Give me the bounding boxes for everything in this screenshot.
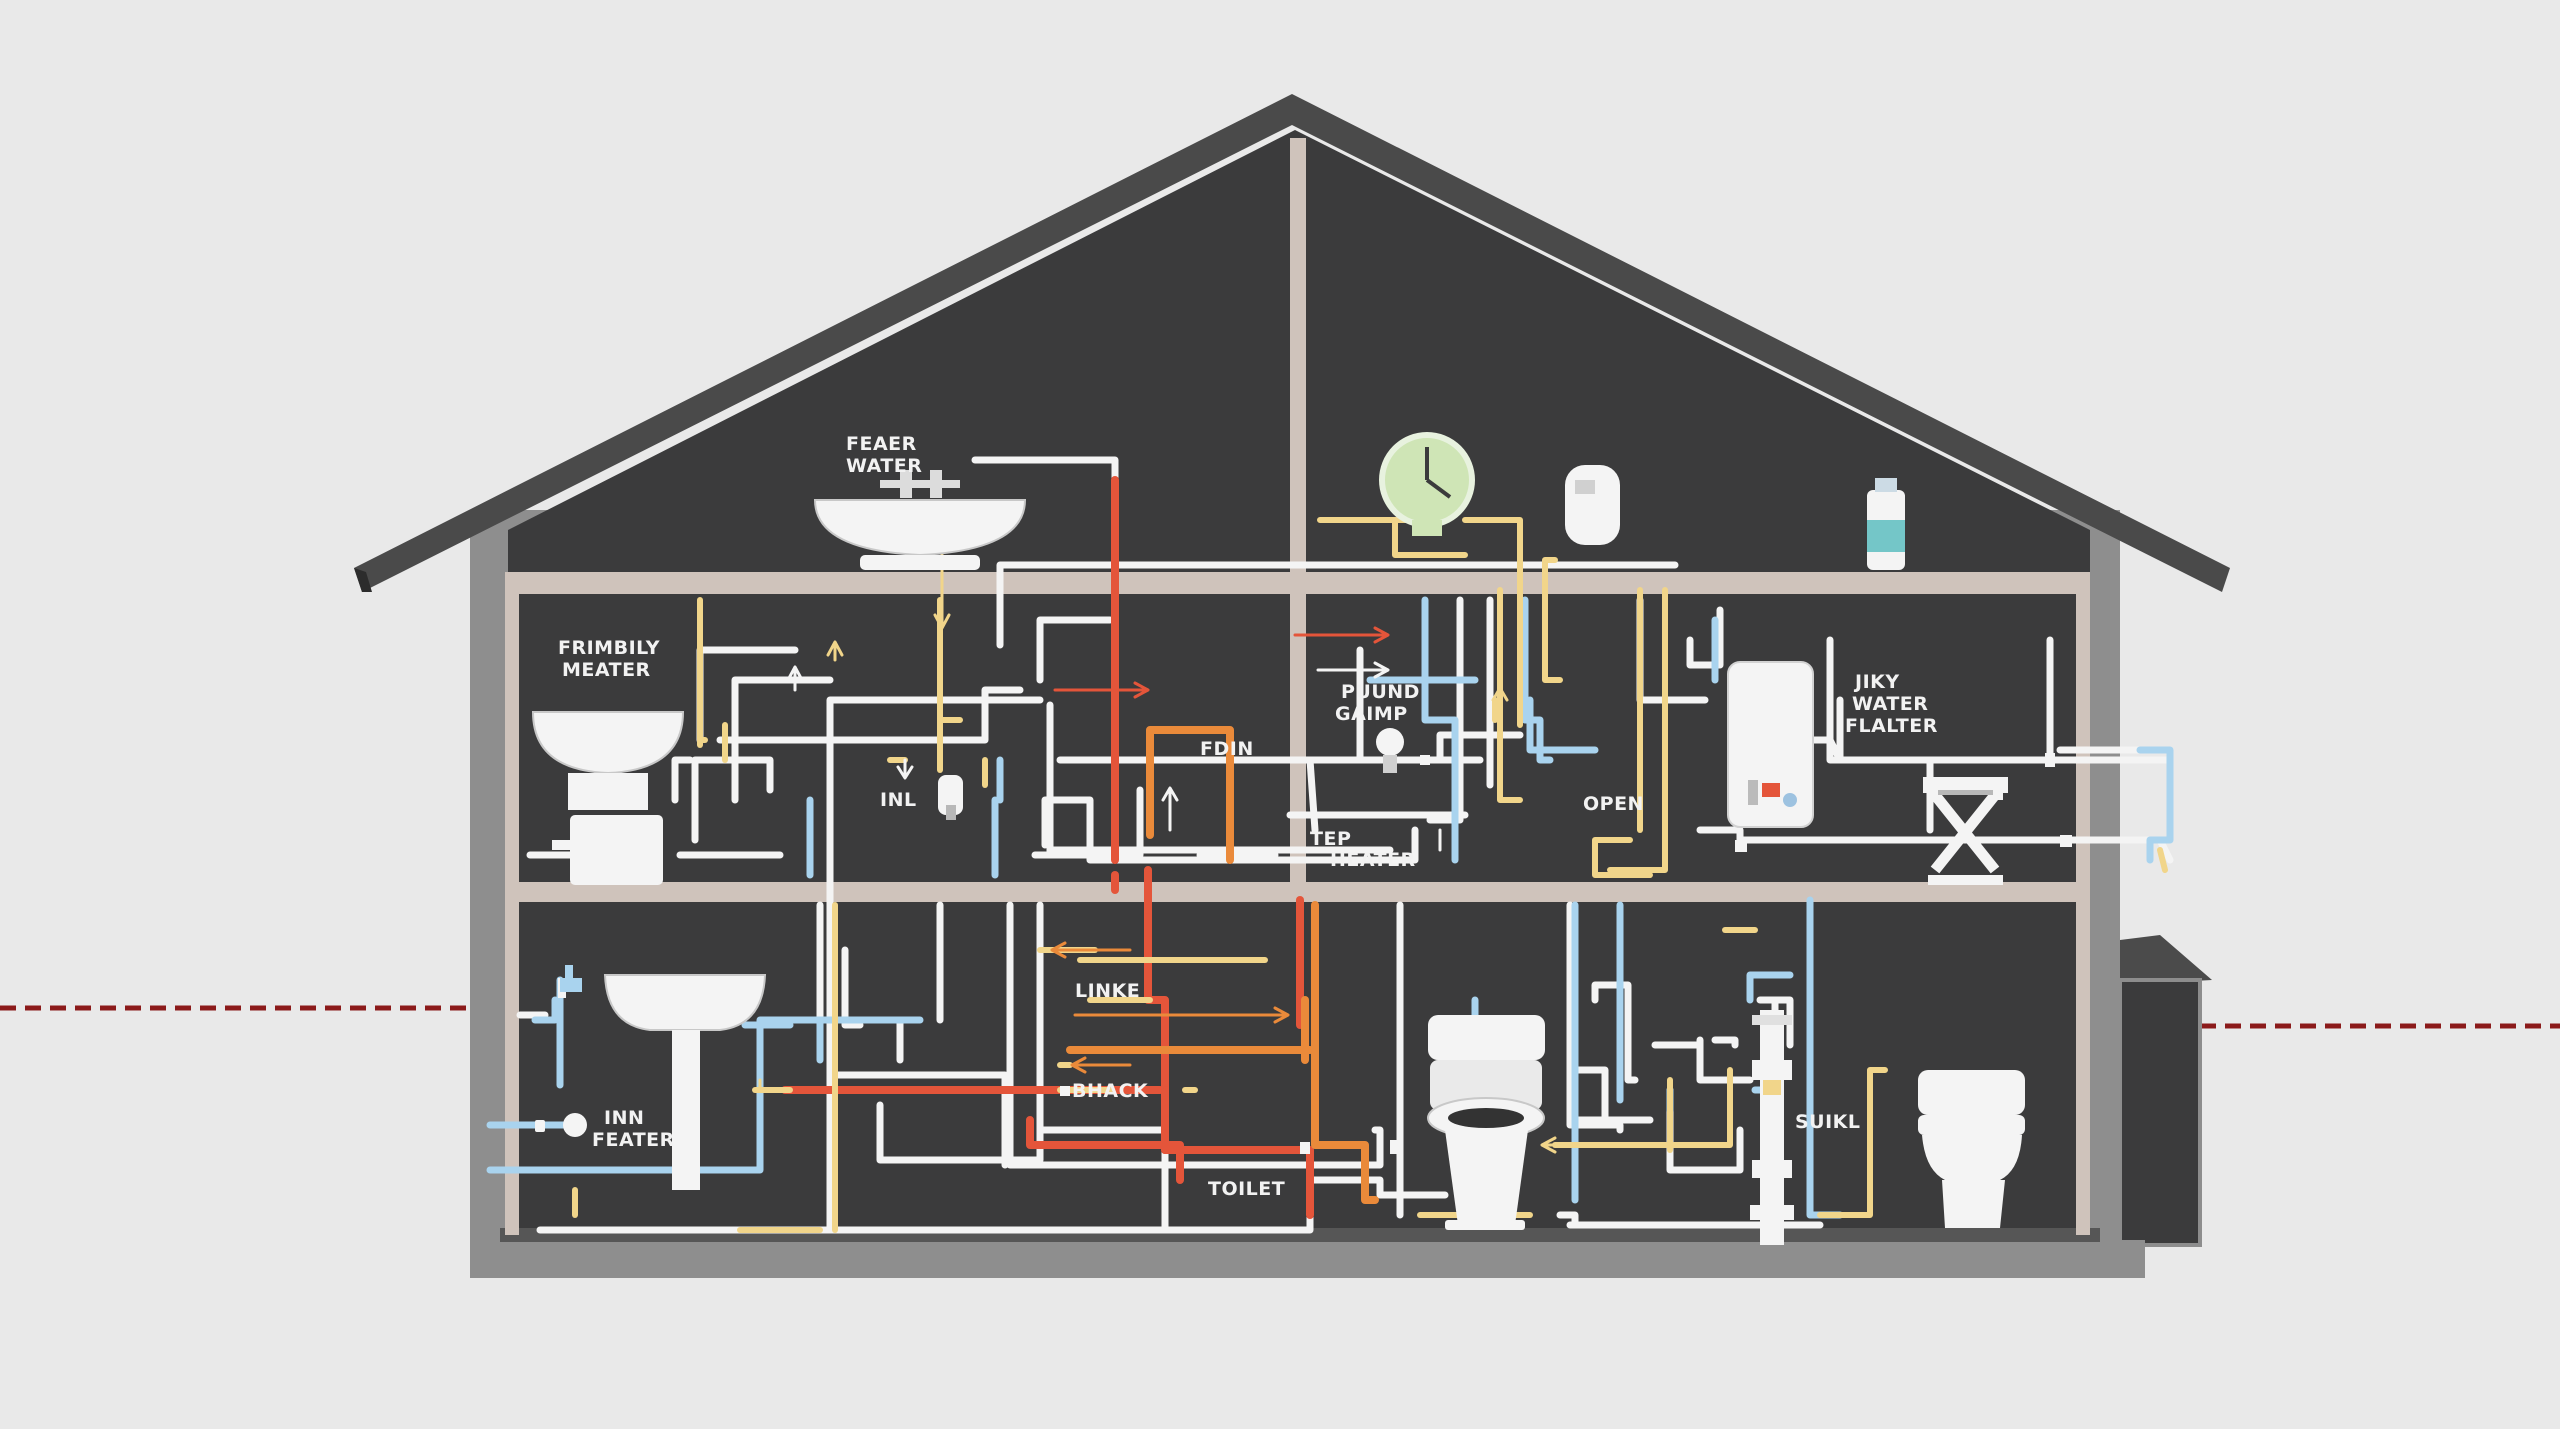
label-jiky-1: JIKY <box>1853 671 1900 693</box>
water-heater-icon <box>1565 465 1620 545</box>
pump-icon <box>1376 728 1404 773</box>
sink-icon <box>531 711 685 885</box>
label-feaer-2: WATER <box>846 455 922 477</box>
toilet-icon <box>1918 1070 2025 1228</box>
label-inn-2: FEATER <box>592 1129 675 1151</box>
label-frimbily-1: FRIMBILY <box>558 637 660 659</box>
toilet-icon <box>1427 1015 1545 1230</box>
roof <box>354 94 2230 592</box>
label-puund-2: GAIMP <box>1335 703 1408 725</box>
bottle-icon <box>1867 478 1905 570</box>
label-bhack: BHACK <box>1072 1080 1149 1102</box>
label-inn-1: INN <box>604 1107 644 1129</box>
sink-icon <box>813 470 1027 570</box>
faucet-icon <box>560 965 587 1137</box>
label-jiky-2: WATER <box>1852 693 1928 715</box>
side-annex <box>2118 935 2212 1247</box>
label-linke: LINKE <box>1075 980 1140 1002</box>
label-toilet: TOILET <box>1208 1178 1285 1200</box>
label-inl: INL <box>880 789 917 811</box>
frame-beams <box>505 138 2090 1235</box>
label-tep-1: TEP <box>1310 828 1351 850</box>
label-fdin: FDIN <box>1200 738 1254 760</box>
water-heater-icon <box>1727 661 1814 828</box>
sink-icon <box>603 974 767 1190</box>
label-tep-2: HEATER <box>1330 849 1416 871</box>
label-feaer-1: FEAER <box>846 433 917 455</box>
filter-stand-icon <box>1923 777 2008 885</box>
label-puund-1: PUUND <box>1341 681 1420 703</box>
label-open: OPEN <box>1583 793 1644 815</box>
diagram-labels: FEAER WATER FRIMBILY MEATER PUUND GAIMP … <box>558 433 1938 1200</box>
clock-gauge-icon <box>1379 432 1475 536</box>
label-jiky-3: FLALTER <box>1845 715 1938 737</box>
stack-pipe-icon <box>1750 1010 1794 1245</box>
pipe-network <box>486 456 2174 1234</box>
label-suikl: SUIKL <box>1795 1111 1861 1133</box>
label-frimbily-2: MEATER <box>562 659 651 681</box>
valve-icon <box>938 775 963 820</box>
